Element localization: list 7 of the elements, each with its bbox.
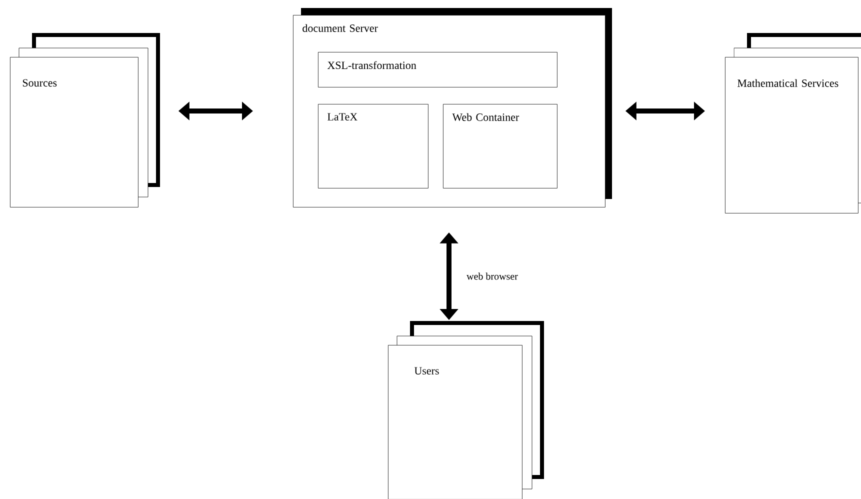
component-box: LaTeX [318, 104, 428, 188]
document-stack: Sources [10, 33, 160, 208]
document-stack: Mathematical Services [725, 33, 861, 214]
edge-label: web browser [466, 272, 518, 280]
component-box: XSL-transformation [318, 52, 558, 88]
component-box: Web Container [443, 104, 558, 188]
document-stack: Users [388, 321, 544, 499]
